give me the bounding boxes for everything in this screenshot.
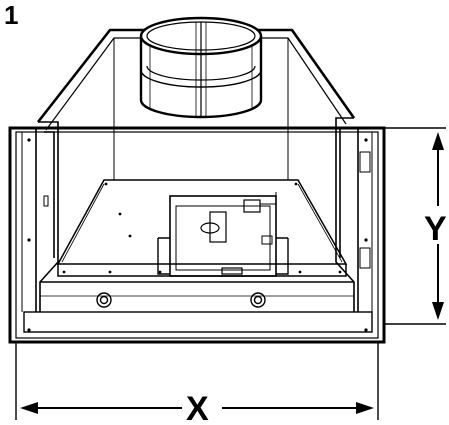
dimension-x xyxy=(15,342,379,420)
outer-chassis xyxy=(8,126,386,344)
filter-tray xyxy=(56,179,348,277)
step-number: 1 xyxy=(4,0,18,30)
screws xyxy=(27,138,368,332)
duct-collar xyxy=(139,16,263,119)
left-side-panel xyxy=(35,121,59,312)
front-rail xyxy=(23,281,373,333)
light-right xyxy=(250,292,266,308)
dimension-y-label: Y xyxy=(424,210,447,248)
dimension-x-label: X xyxy=(186,390,209,425)
light-left xyxy=(96,292,112,308)
dimension-y xyxy=(384,127,446,325)
motor-box xyxy=(157,192,289,277)
right-side-panel xyxy=(335,117,371,312)
